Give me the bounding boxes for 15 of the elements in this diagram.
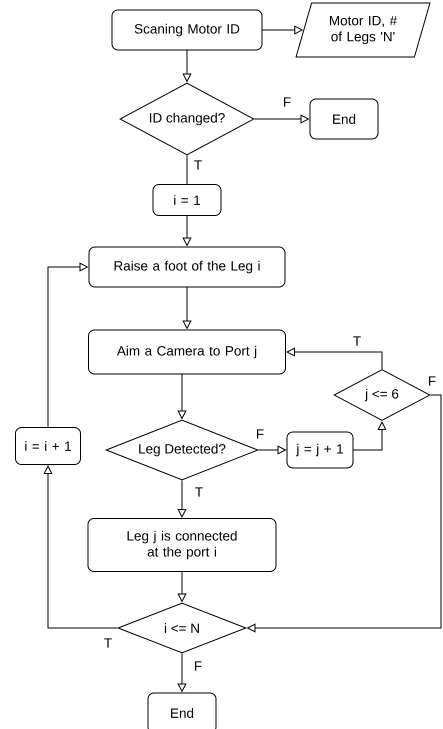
process-box: End bbox=[310, 98, 378, 140]
process-box: i = 1 bbox=[152, 184, 222, 216]
edge-label: F bbox=[282, 96, 292, 108]
edge-label: F bbox=[192, 660, 204, 672]
edge-label: T bbox=[352, 335, 362, 347]
process-box: j = j + 1 bbox=[286, 432, 354, 468]
process-box: End bbox=[148, 692, 216, 729]
process-box: Aim a Camera to Port j bbox=[88, 330, 286, 374]
process-box: i = i + 1 bbox=[15, 427, 81, 465]
edge-label: T bbox=[194, 486, 204, 498]
edge-label: T bbox=[102, 637, 114, 649]
edge-label: T bbox=[192, 159, 204, 171]
process-box: Leg j is connected at the port i bbox=[88, 518, 276, 572]
process-box: Scaning Motor ID bbox=[112, 10, 262, 50]
process-box: Raise a foot of the Leg i bbox=[88, 246, 286, 288]
